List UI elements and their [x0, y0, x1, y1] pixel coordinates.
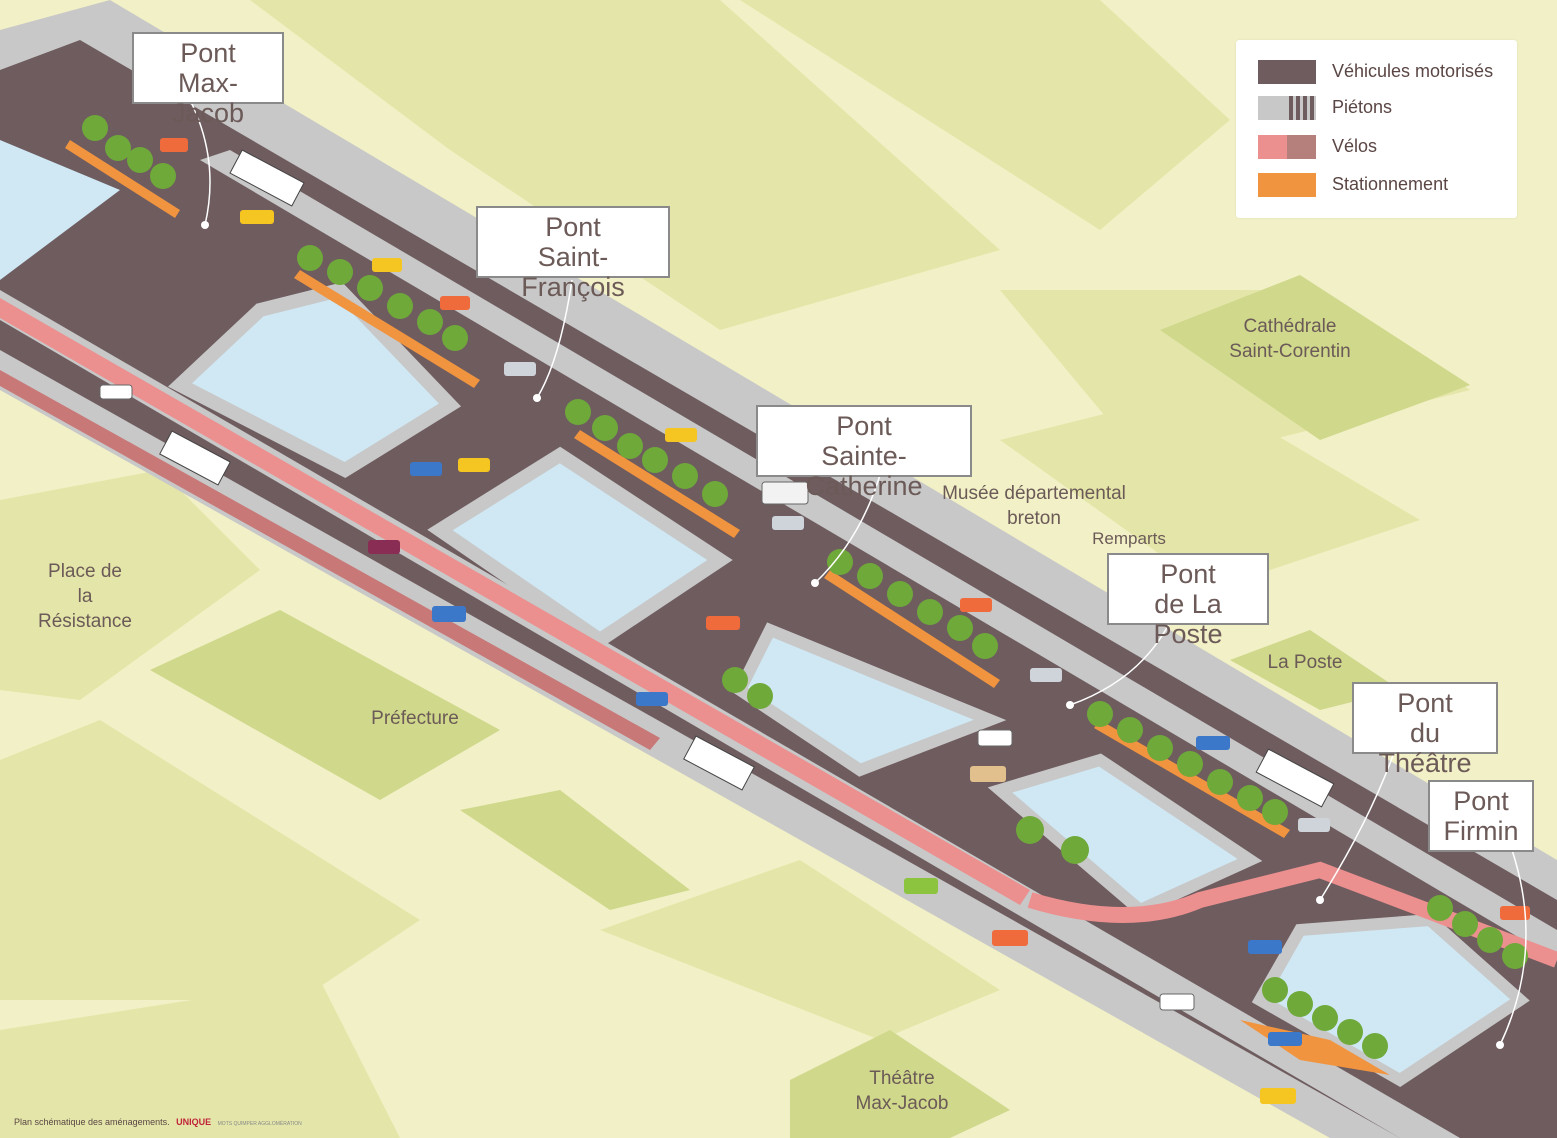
place-musee: Musée départemental breton — [926, 481, 1142, 531]
parking-swatch — [1258, 173, 1316, 197]
callout-pont-firmin: Pont Firmin — [1428, 780, 1534, 852]
place-line-2: breton — [1007, 508, 1061, 529]
vehicles — [99, 138, 1530, 1104]
place-theatre-max-jacob: Théâtre Max-Jacob — [842, 1066, 962, 1116]
legend-label: Piétons — [1332, 97, 1393, 117]
place-line-2: la Résistance — [38, 586, 132, 632]
callout-line-1: Pont — [180, 38, 236, 68]
footer-credit: Plan schématique des aménagements. UNIQU… — [14, 1117, 302, 1127]
place-line-2: Max-Jacob — [855, 1093, 949, 1114]
place-line: La Poste — [1267, 652, 1343, 673]
place-cathedrale: Cathédrale Saint-Corentin — [1210, 314, 1370, 364]
place-resistance: Place de la Résistance — [30, 559, 140, 634]
place-prefecture: Préfecture — [355, 706, 475, 731]
callout-line-1: Pont — [1160, 559, 1216, 589]
place-line: Préfecture — [371, 708, 459, 729]
place-line-1: Théâtre — [869, 1068, 935, 1089]
place-la-poste: La Poste — [1250, 650, 1360, 675]
callout-dots — [201, 221, 1504, 1049]
place-line: Remparts — [1092, 529, 1166, 548]
callout-pont-max-jacob: Pont Max-Jacob — [132, 32, 284, 128]
callout-line-1: Pont — [545, 212, 601, 242]
trees — [82, 115, 1528, 1059]
road-swatch — [1258, 60, 1316, 84]
pedestrian-swatch — [1258, 96, 1316, 120]
callout-pont-du-theatre: Pont du Théâtre — [1352, 682, 1498, 778]
brand-logo: UNIQUE — [176, 1117, 212, 1127]
legend-label: Stationnement — [1332, 174, 1449, 194]
place-line-1: Cathédrale — [1243, 316, 1337, 337]
callout-line-1: Pont — [1397, 688, 1453, 718]
place-line-2: Saint-Corentin — [1229, 341, 1351, 362]
footer-caption: Plan schématique des aménagements. — [14, 1117, 170, 1127]
legend: Véhicules motorisés Piétons Vélos Statio… — [1236, 40, 1517, 218]
legend-label: Vélos — [1332, 136, 1378, 156]
callout-line-1: Pont — [836, 411, 892, 441]
callout-line-1: Pont — [1453, 786, 1509, 816]
place-remparts: Remparts — [1078, 526, 1180, 551]
legend-label: Véhicules motorisés — [1332, 61, 1494, 81]
callout-line-2: Firmin — [1443, 816, 1519, 846]
place-line-1: Musée départemental — [942, 483, 1126, 504]
bike-swatch — [1258, 135, 1316, 159]
callout-line-2: Saint-François — [521, 242, 625, 302]
callout-leaders — [189, 99, 1527, 1046]
callout-line-2: Sainte-Catherine — [805, 441, 923, 501]
callout-line-2: de La Poste — [1153, 589, 1223, 649]
callout-pont-saint-francois: Pont Saint-François — [476, 206, 670, 302]
callout-pont-sainte-catherine: Pont Sainte-Catherine — [756, 405, 972, 501]
callout-pont-de-la-poste: Pont de La Poste — [1107, 553, 1269, 649]
callout-line-2: du Théâtre — [1378, 718, 1472, 778]
place-line-1: Place de — [48, 561, 122, 582]
callout-line-2: Max-Jacob — [171, 68, 245, 128]
city-blocks — [0, 0, 1470, 1138]
footer-small-text: MOTS QUIMPER AGGLOMÉRATION — [217, 1121, 302, 1127]
